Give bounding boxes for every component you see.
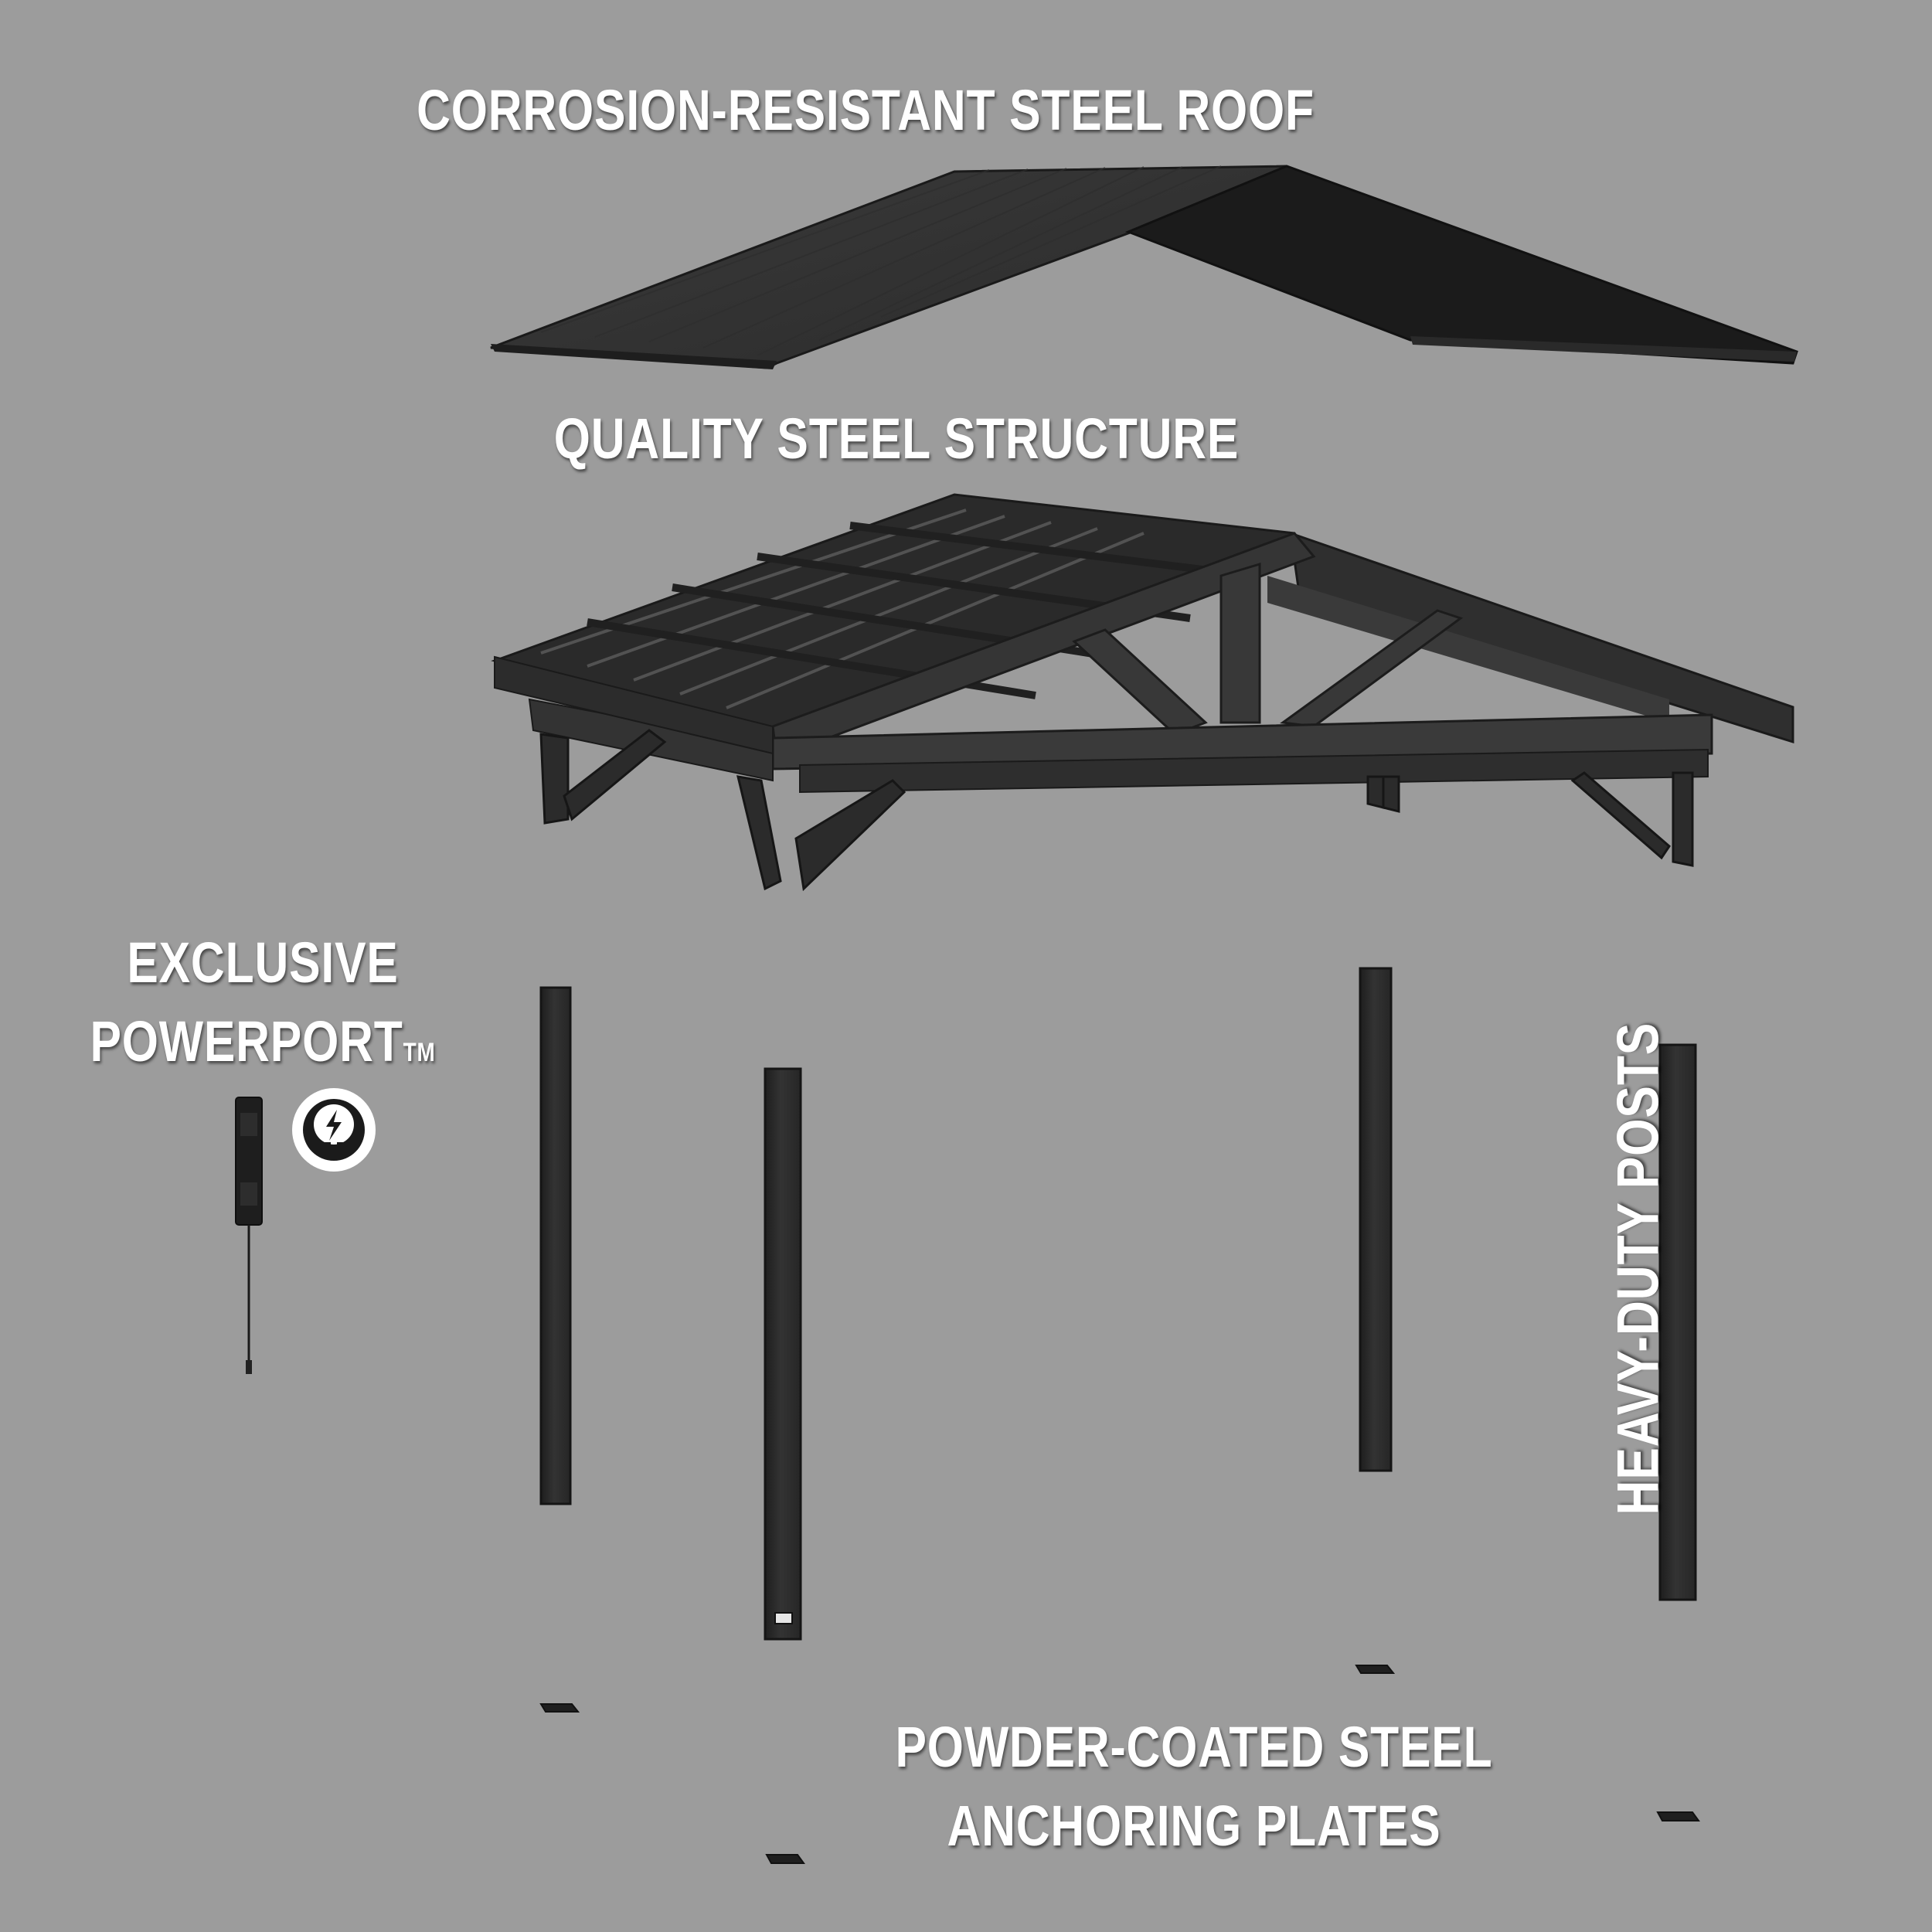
powerport-label: EXCLUSIVE POWERPORTTM	[85, 923, 440, 1092]
plates-label-line1: POWDER-COATED STEEL	[895, 1715, 1493, 1779]
powerport-name: POWERPORT	[90, 1009, 403, 1073]
anchor-plate	[539, 1703, 580, 1713]
powerport-label-line2: POWERPORTTM	[85, 1002, 440, 1092]
structure-right-plane	[1289, 531, 1794, 744]
corner-brackets	[539, 729, 1694, 892]
steel-roof	[490, 165, 1798, 369]
posts-label: HEAVY-DUTY POSTS	[1605, 1022, 1672, 1515]
anchor-plate	[765, 1854, 805, 1864]
plates-label: POWDER-COATED STEEL ANCHORING PLATES	[849, 1708, 1539, 1866]
roof-right-eave	[1410, 336, 1797, 362]
structure-slats	[540, 509, 1145, 709]
powerport-device	[235, 1097, 263, 1374]
anchor-plate	[1656, 1811, 1700, 1821]
trademark-mark: TM	[403, 1038, 436, 1067]
plates-label-line2: ANCHORING PLATES	[947, 1794, 1441, 1858]
roof-left-eave	[491, 344, 777, 369]
gable-truss	[1072, 562, 1464, 736]
post-front-left	[764, 1067, 802, 1641]
structure-label: QUALITY STEEL STRUCTURE	[553, 406, 1240, 471]
powerport-label-line1: EXCLUSIVE	[127, 930, 399, 995]
post-front-right	[1658, 1043, 1697, 1601]
left-fascia	[494, 655, 774, 755]
structure-right-inner	[1267, 576, 1669, 723]
anchor-plate	[1355, 1665, 1396, 1674]
steel-structure	[491, 493, 1794, 892]
post-back-right	[1359, 967, 1393, 1472]
post-back-left	[539, 986, 572, 1505]
front-beam-lower	[799, 748, 1709, 794]
roof-left-panel	[490, 165, 1287, 369]
roof-label: CORROSION-RESISTANT STEEL ROOF	[417, 78, 1315, 142]
plug-lightning-icon	[292, 1088, 376, 1172]
roof-right-panel	[1124, 165, 1798, 365]
roof-ribs	[540, 165, 1222, 356]
post-powerport-outlet	[774, 1612, 793, 1624]
heavy-duty-posts	[539, 967, 1697, 1641]
anchoring-plates	[539, 1665, 1700, 1864]
